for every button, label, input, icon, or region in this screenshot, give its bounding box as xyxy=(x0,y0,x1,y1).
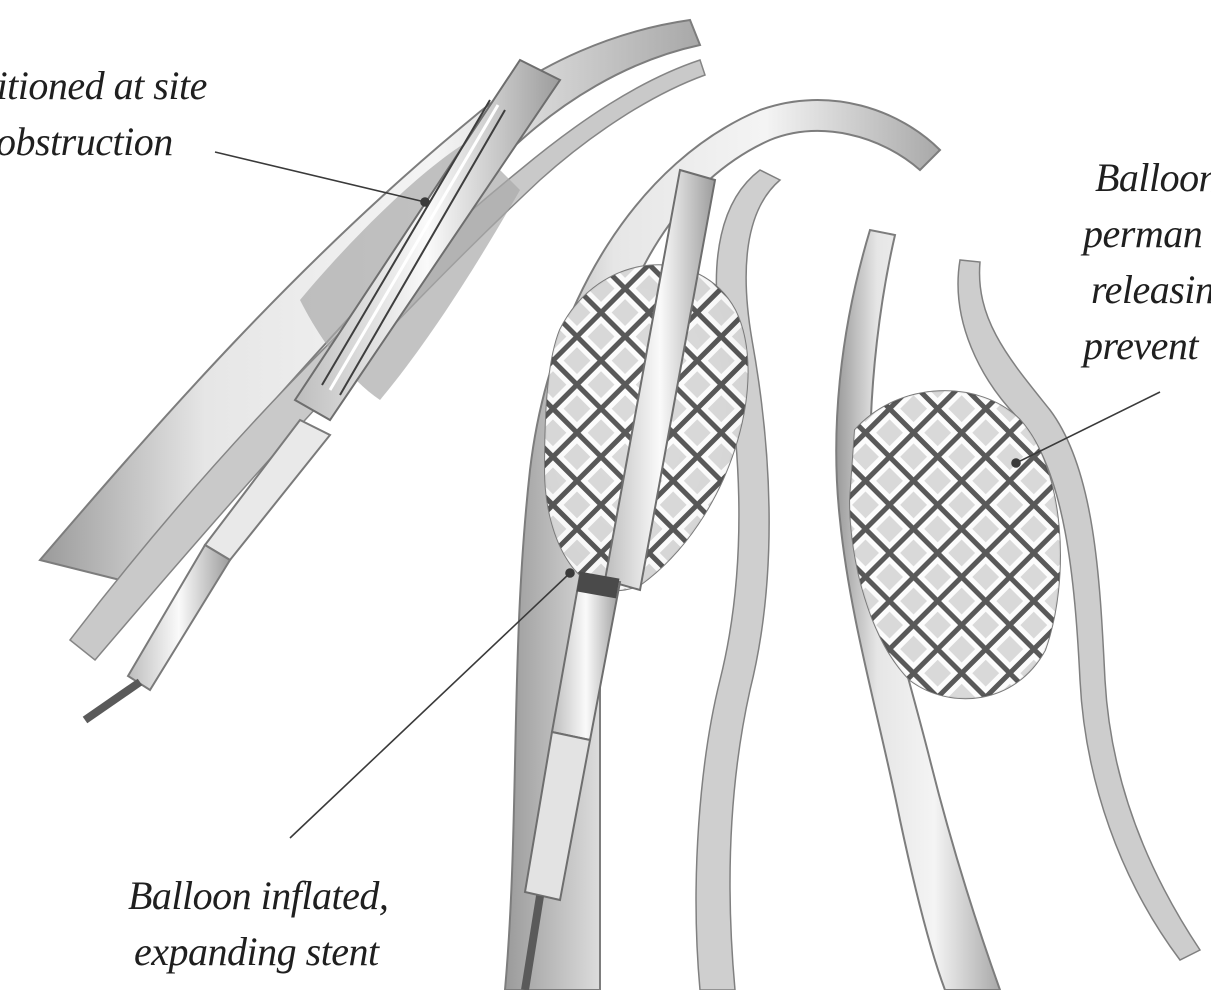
caption-line: Balloon xyxy=(1095,150,1211,206)
caption-line: Balloon inflated, xyxy=(128,868,388,924)
caption-stent-deployed: Balloon perman releasin prevent xyxy=(1091,150,1211,374)
caption-line: expanding stent xyxy=(134,924,388,980)
caption-line: ositioned at site xyxy=(0,58,207,114)
caption-line: obstruction xyxy=(0,114,207,170)
caption-line: releasin xyxy=(1091,262,1211,318)
caption-stent-positioned: ositioned at site obstruction xyxy=(0,58,207,170)
leader-dot xyxy=(566,569,574,577)
caption-balloon-inflated: Balloon inflated, expanding stent xyxy=(128,868,388,980)
caption-line: prevent xyxy=(1083,318,1211,374)
leader-dot xyxy=(421,198,429,206)
leader-dot xyxy=(1012,459,1020,467)
caption-line: perman xyxy=(1083,206,1211,262)
leader-line-stent-positioned xyxy=(215,152,425,202)
